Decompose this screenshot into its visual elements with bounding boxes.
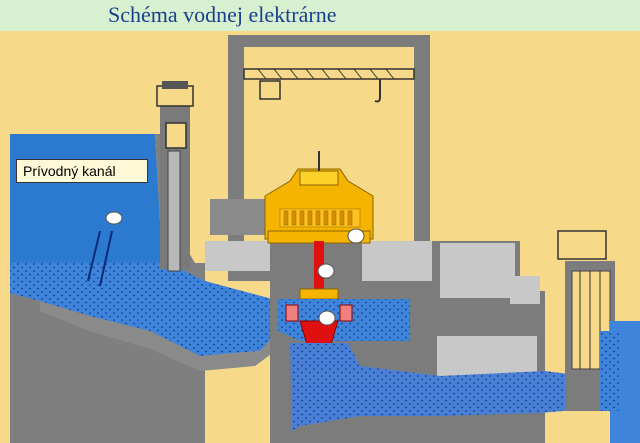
penstock-lower (40, 301, 278, 371)
overhead-crane (243, 68, 415, 80)
shaft-indicator (317, 263, 335, 279)
gate-shaft (167, 150, 181, 272)
tailrace-channel (600, 331, 620, 411)
generator-indicator (347, 228, 365, 244)
generator-rotor (279, 208, 361, 228)
diagram-title: Schéma vodnej elektrárne (108, 2, 337, 27)
intake-canal-label: Prívodný kanál (16, 159, 148, 183)
wicket-gate-right (339, 304, 353, 322)
shaft-bearing (299, 288, 339, 300)
intake-canal-label-text: Prívodný kanál (23, 163, 116, 179)
turbine-indicator (318, 310, 336, 326)
generator-top (299, 170, 339, 186)
control-room (440, 243, 515, 298)
crane-hook (374, 79, 381, 103)
wicket-gate-left (285, 304, 299, 322)
lower-room (510, 276, 540, 304)
tailrace-crane (557, 230, 607, 260)
trash-rack (87, 230, 113, 287)
floor-left (210, 199, 270, 235)
lower-room-right (437, 336, 537, 376)
crane-trolley (259, 80, 281, 100)
reservoir-water (10, 134, 168, 263)
gate-crane-top (162, 81, 188, 89)
floor-right (362, 241, 432, 281)
hydropower-plant-diagram (0, 31, 640, 443)
gate-indicator (105, 211, 123, 225)
draft-tube (290, 343, 585, 431)
title-bar: Schéma vodnej elektrárne (0, 0, 640, 31)
penstock-water (10, 263, 280, 356)
crane-truss (257, 68, 395, 80)
gate-hoist (165, 122, 187, 149)
aux-room (205, 241, 270, 271)
turbine-shaft (314, 241, 324, 331)
